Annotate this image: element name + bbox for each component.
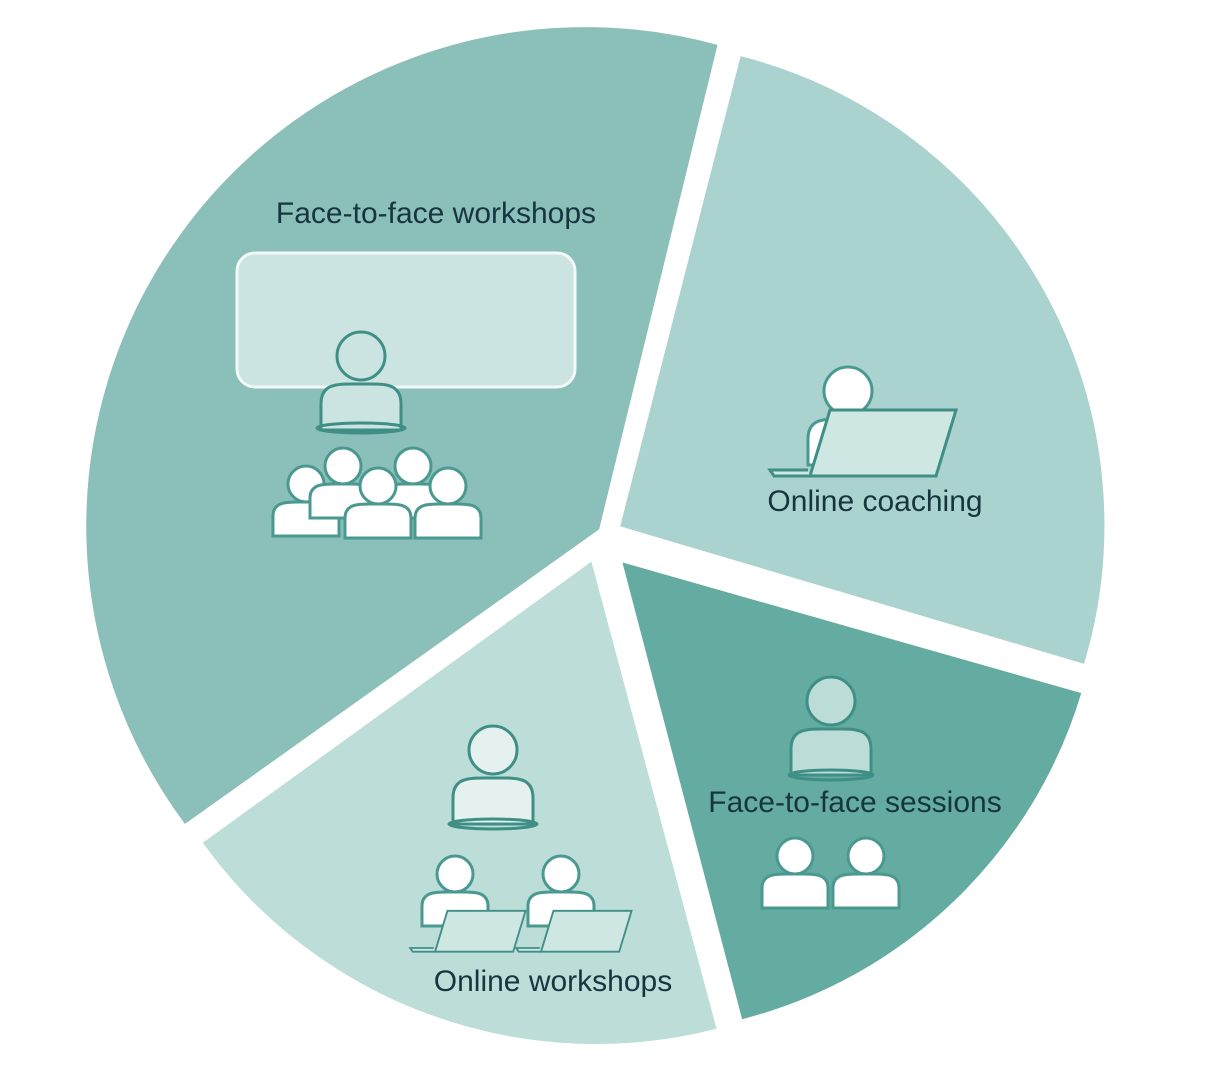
- label-face-to-face-workshops: Face-to-face workshops: [276, 197, 596, 230]
- presenter-and-audience-icon: [235, 251, 577, 540]
- label-face-to-face-sessions: Face-to-face sessions: [708, 786, 1001, 819]
- label-online-coaching: Online coaching: [767, 485, 982, 518]
- trainer-and-laptop-learners-icon: [409, 724, 633, 953]
- coach-and-pair-icon: [760, 675, 901, 910]
- segment-online-coaching: [617, 53, 1107, 667]
- label-online-workshops: Online workshops: [434, 965, 672, 998]
- segment-face-to-face-sessions: [619, 559, 1084, 1022]
